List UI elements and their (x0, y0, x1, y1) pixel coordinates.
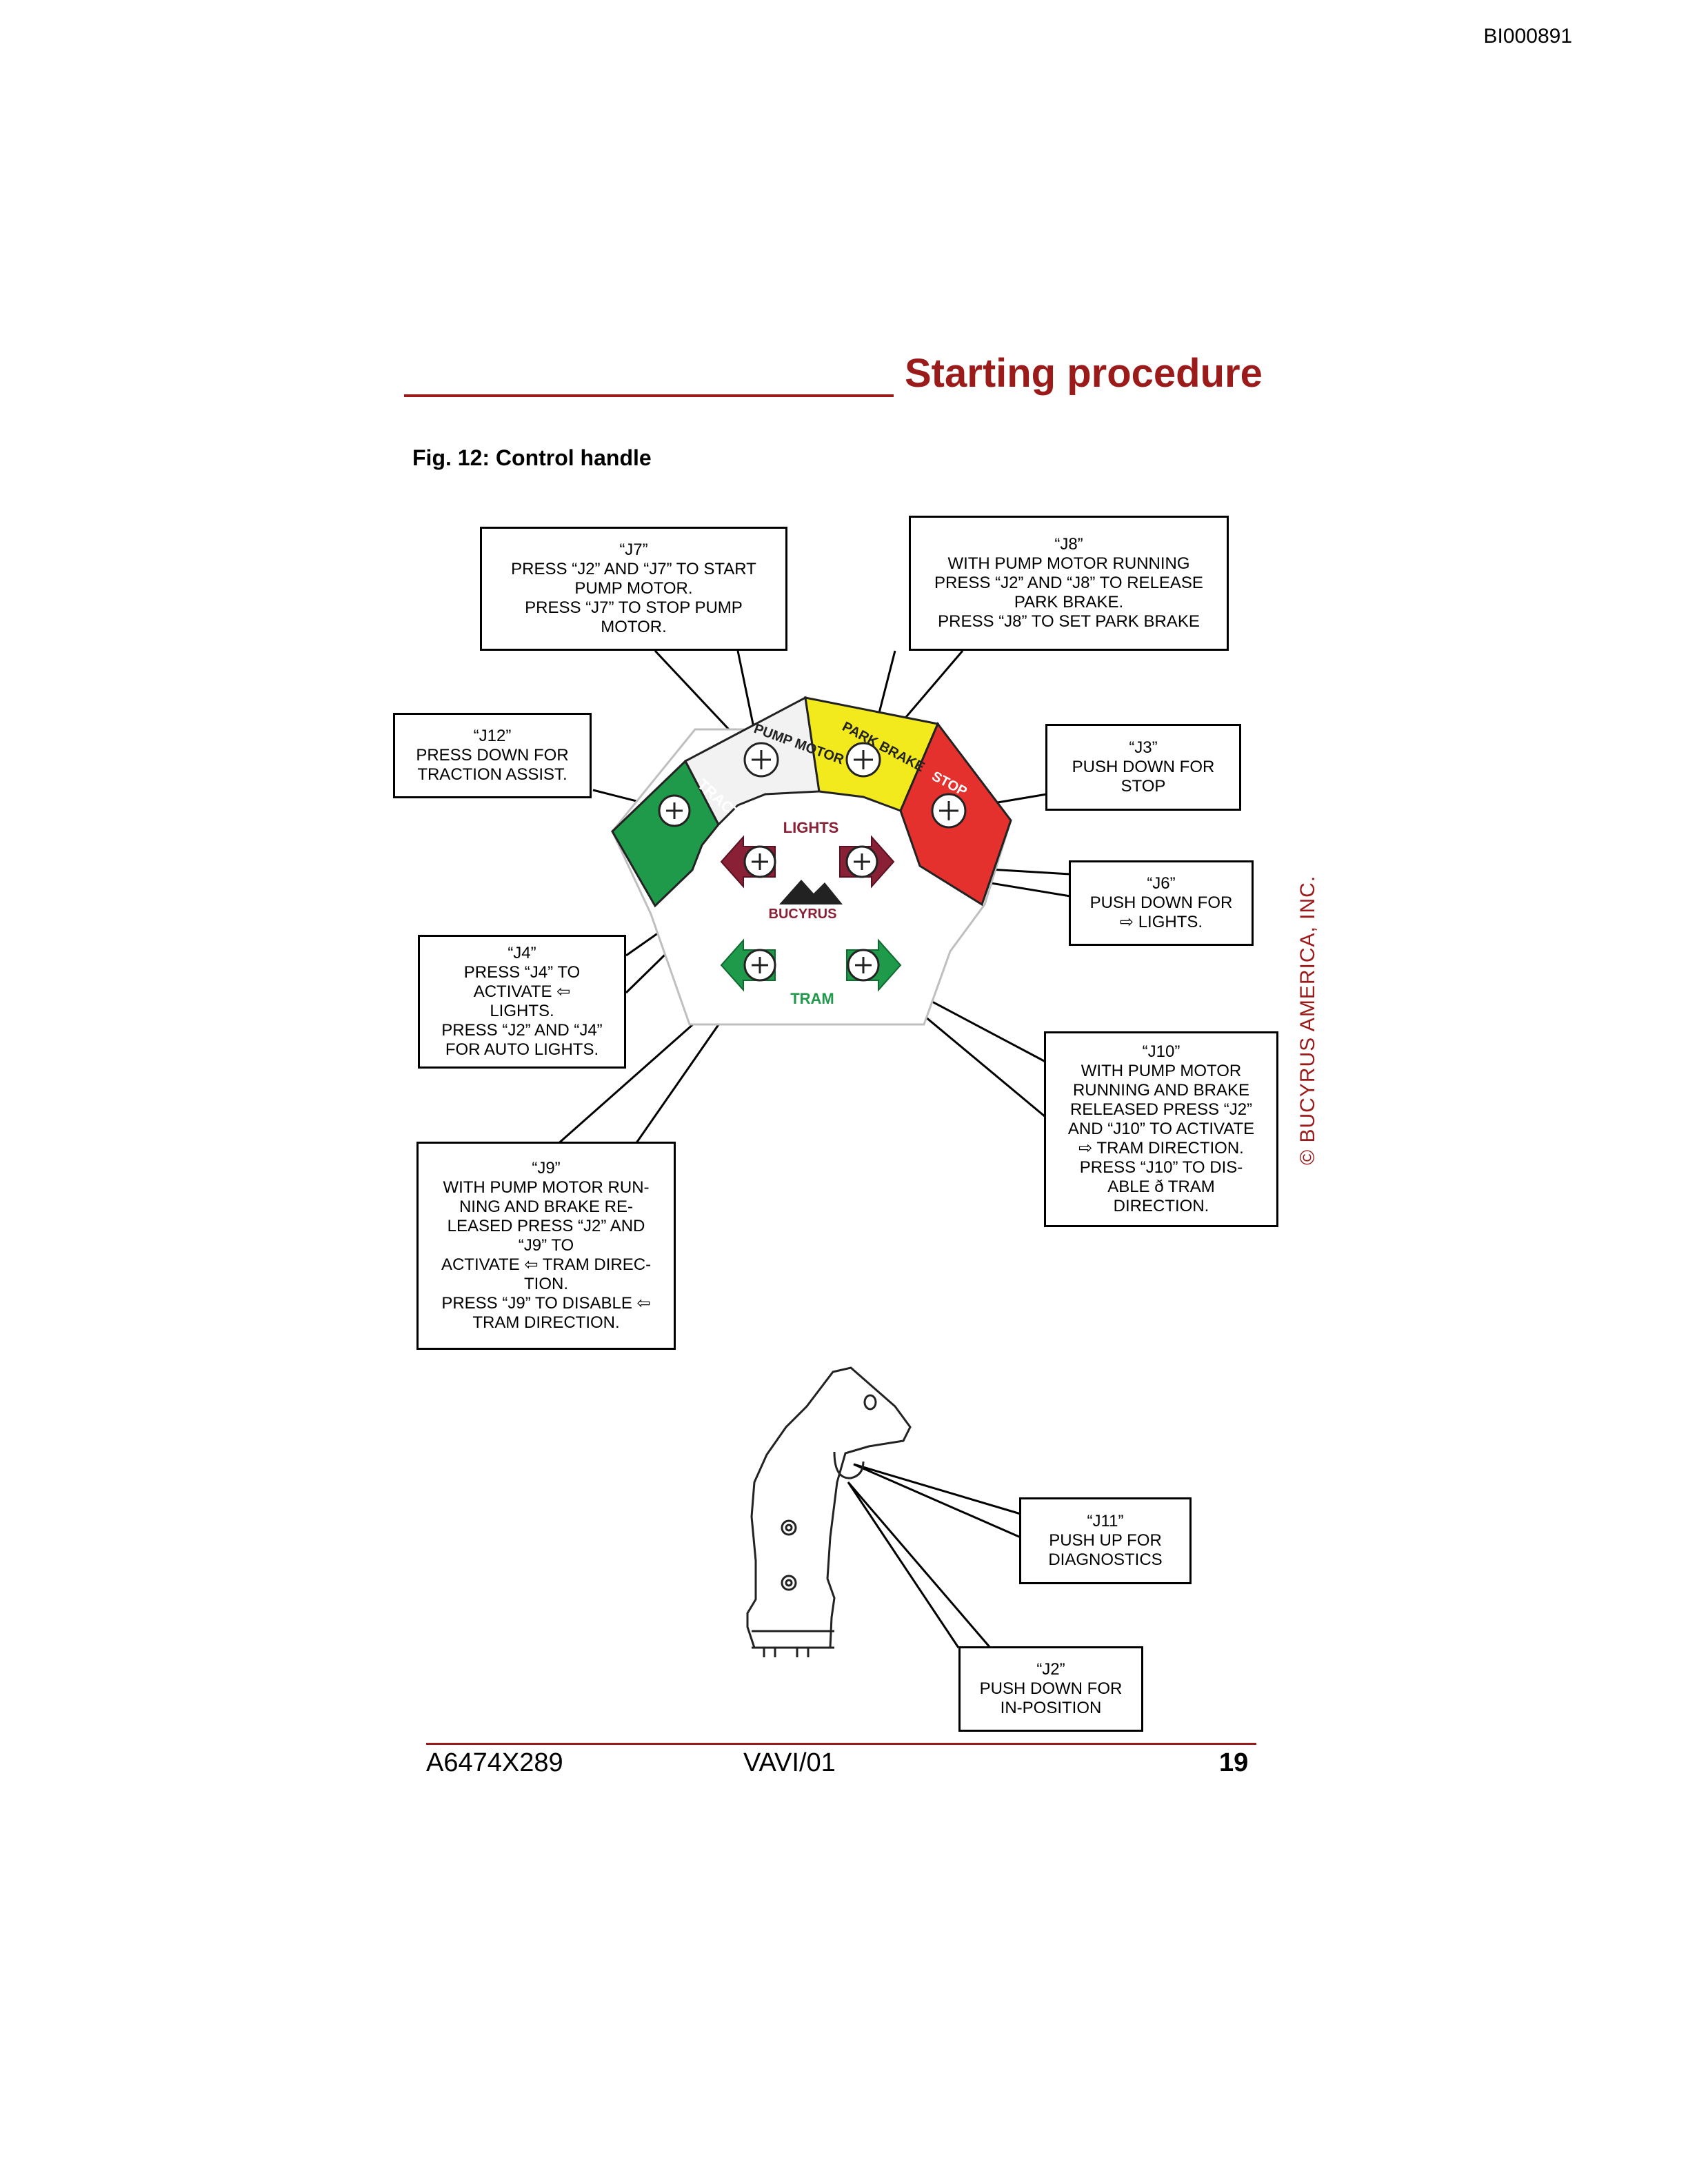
callout-j4: “J4” PRESS “J4” TO ACTIVATE ⇦ LIGHTS. PR… (418, 935, 626, 1069)
callout-j10: “J10” WITH PUMP MOTOR RUNNING AND BRAKE … (1044, 1031, 1278, 1227)
callout-j3: “J3” PUSH DOWN FOR STOP (1045, 724, 1241, 811)
callout-j8: “J8” WITH PUMP MOTOR RUNNING PRESS “J2” … (909, 516, 1229, 651)
button-j9[interactable] (743, 949, 776, 982)
lights-label: LIGHTS (783, 819, 839, 836)
callout-j2: “J2” PUSH DOWN FOR IN-POSITION (958, 1646, 1143, 1732)
button-j6[interactable] (845, 845, 878, 878)
footer-revision: VAVI/01 (743, 1748, 836, 1777)
footer-doc-number: A6474X289 (426, 1748, 563, 1777)
callout-j9: “J9” WITH PUMP MOTOR RUN- NING AND BRAKE… (416, 1142, 676, 1350)
callout-j12: “J12” PRESS DOWN FOR TRACTION ASSIST. (393, 713, 592, 798)
callout-j11: “J11” PUSH UP FOR DIAGNOSTICS (1019, 1497, 1192, 1584)
button-j10[interactable] (847, 949, 880, 982)
brand-label: BUCYRUS (769, 907, 837, 922)
callout-j7: “J7” PRESS “J2” AND “J7” TO START PUMP M… (480, 527, 787, 651)
joystick-handle-icon (746, 1366, 912, 1657)
page-title: Starting procedure (905, 351, 1263, 396)
title-rule (404, 394, 894, 397)
tram-label: TRAM (790, 990, 834, 1007)
figure-caption: Fig. 12: Control handle (412, 445, 652, 470)
button-j4[interactable] (743, 845, 776, 878)
bucyrus-logo-icon (779, 880, 843, 904)
footer-page-number: 19 (1219, 1748, 1249, 1777)
button-j8[interactable] (845, 742, 881, 778)
document-id: BI000891 (1483, 25, 1572, 48)
callout-j6: “J6” PUSH DOWN FOR ⇨ LIGHTS. (1069, 860, 1254, 946)
button-j7[interactable] (743, 742, 779, 778)
leader-j11 (853, 1463, 1021, 1539)
footer-rule (426, 1743, 1256, 1745)
leader-j2 (847, 1482, 992, 1648)
copyright-notice: © BUCYRUS AMERICA, INC. (1296, 875, 1319, 1165)
button-j3[interactable] (931, 793, 967, 829)
button-j12[interactable] (658, 794, 691, 827)
